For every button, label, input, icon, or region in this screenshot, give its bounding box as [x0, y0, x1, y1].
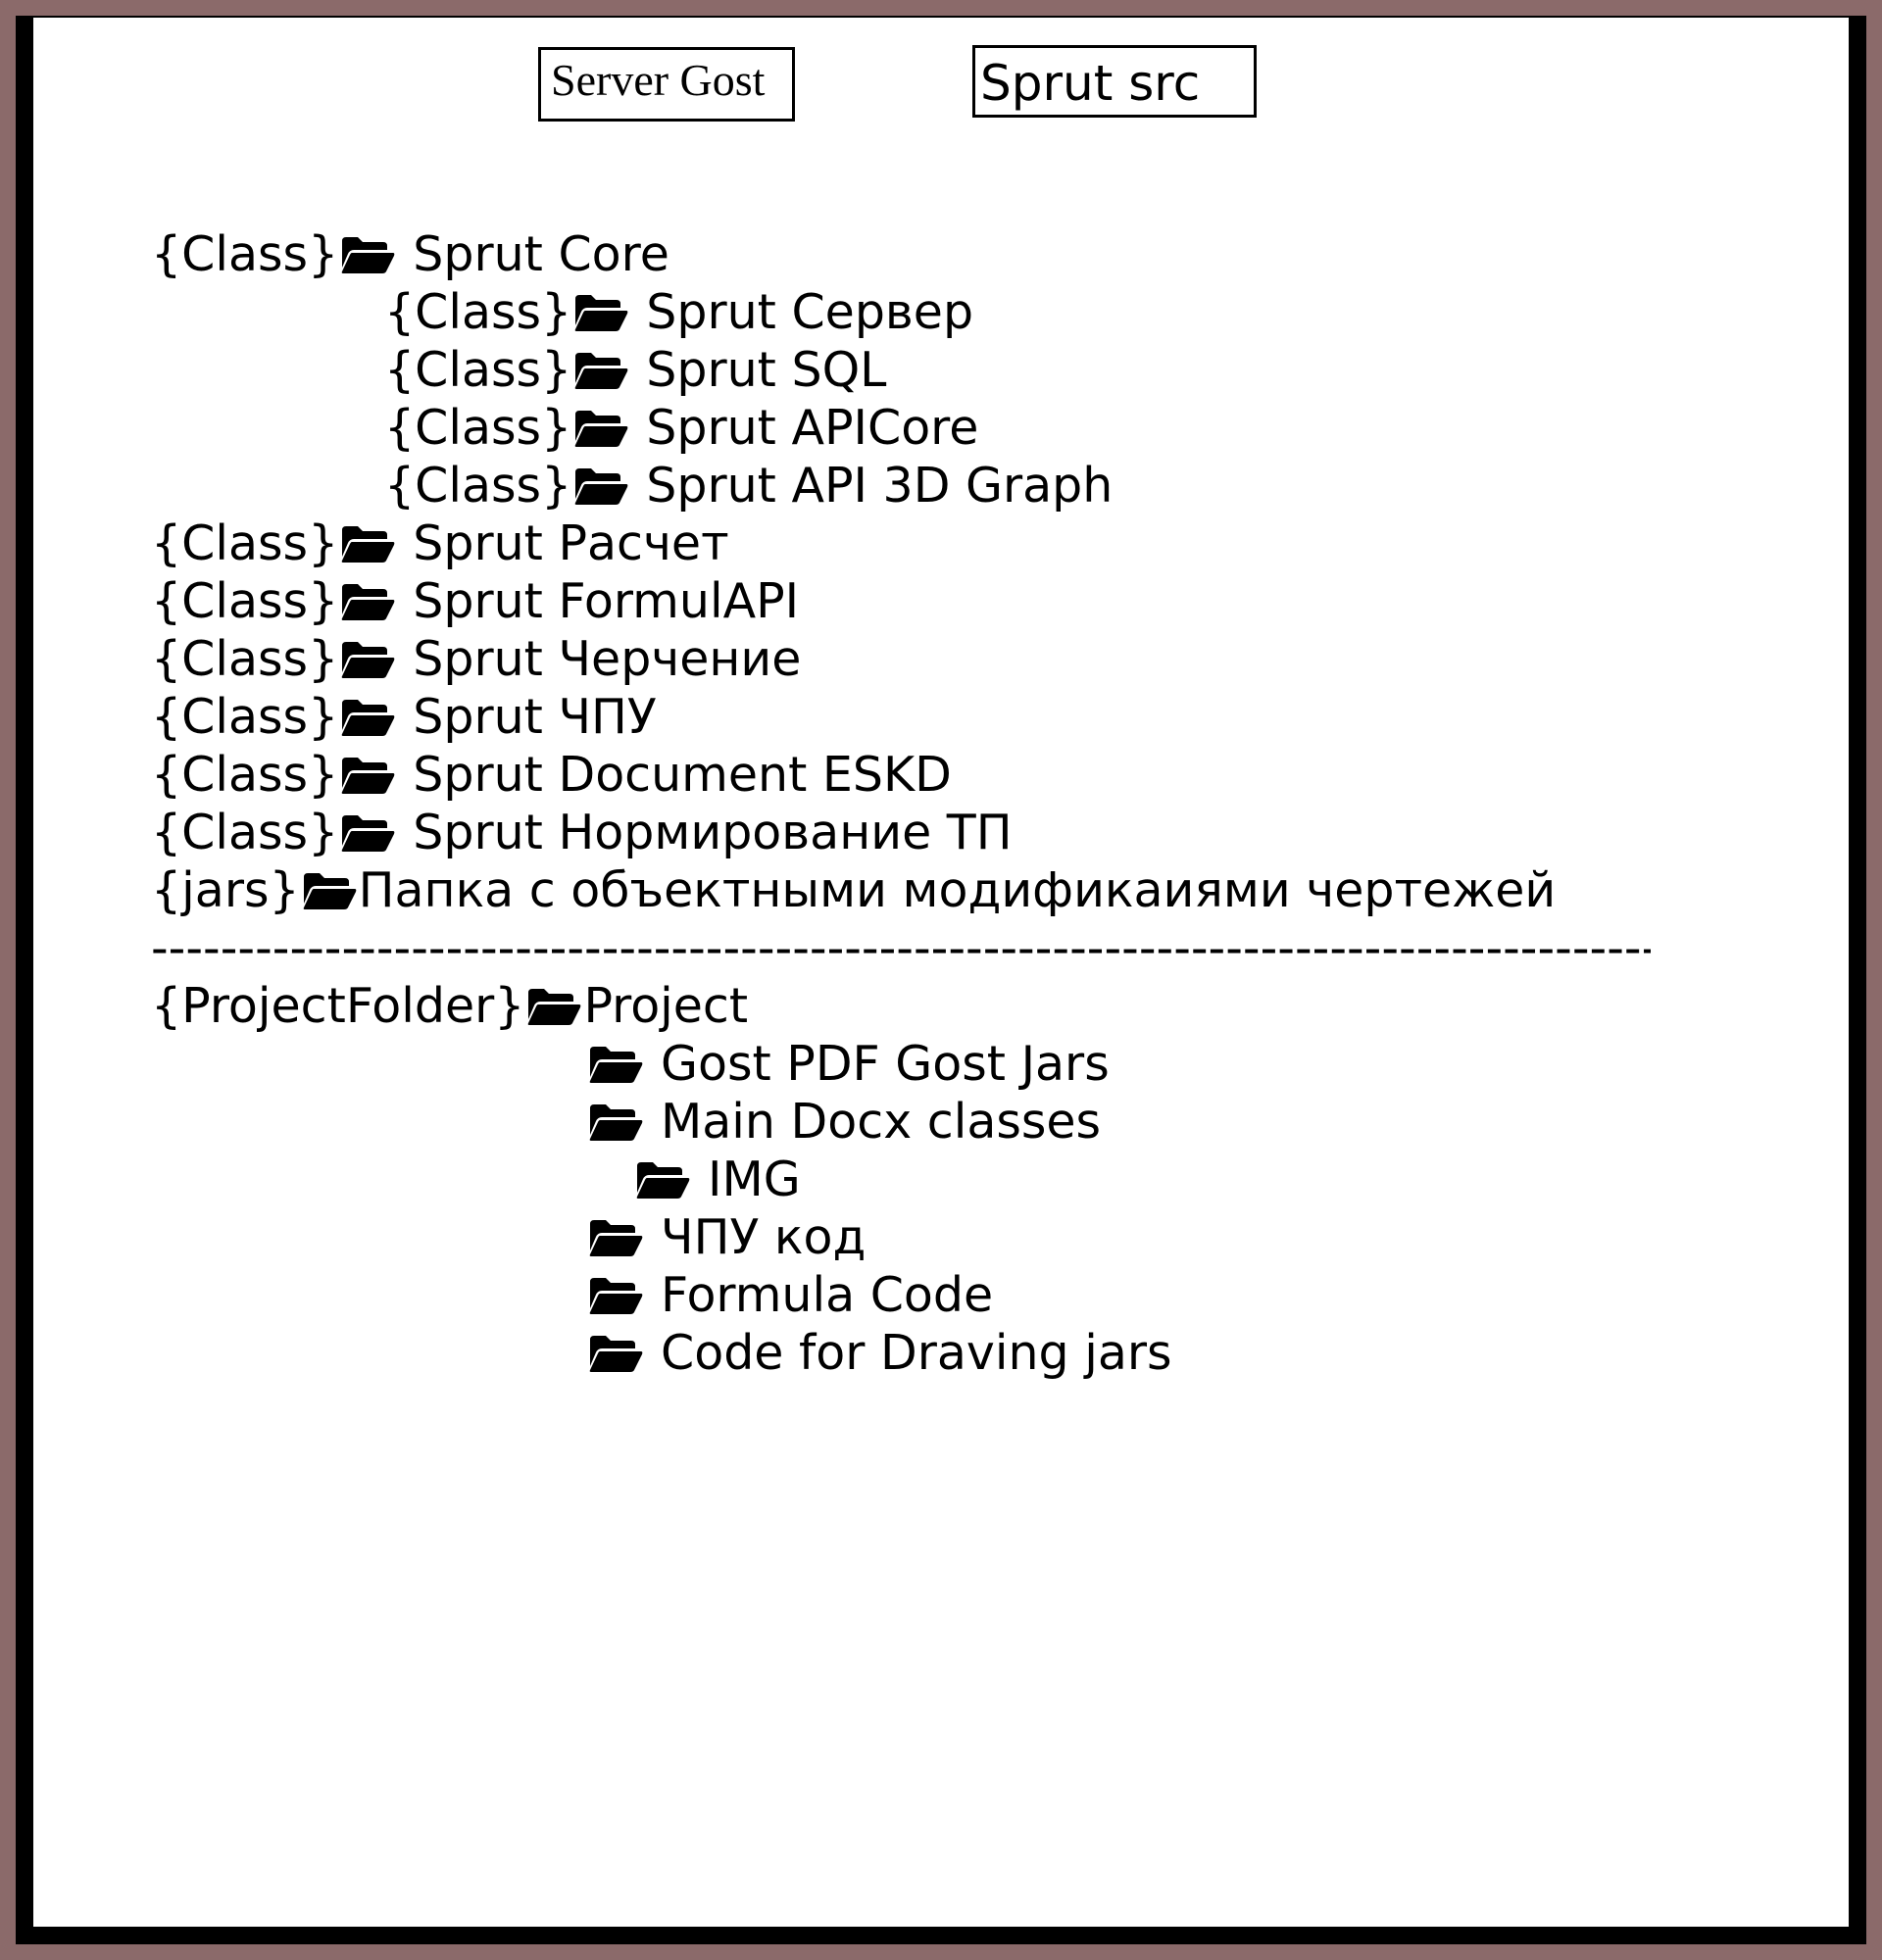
tree-item[interactable]: {Class} Sprut Сервер	[384, 283, 973, 341]
project-subfolder[interactable]: Main Docx classes	[586, 1093, 1101, 1151]
project-root[interactable]: {ProjectFolder} Project	[151, 977, 748, 1035]
tree-item-label: Sprut Document ESKD	[413, 747, 952, 803]
tree-item-tag: {Class}	[151, 747, 339, 803]
tree-item-tag: {jars}	[151, 862, 300, 918]
project-subfolder[interactable]: ЧПУ код	[586, 1208, 866, 1266]
folder-open-icon	[573, 287, 628, 345]
project-root-tag: {ProjectFolder}	[151, 978, 525, 1034]
folder-open-icon	[340, 229, 395, 287]
tree-item-tag: {Class}	[151, 573, 339, 629]
tree-item-label: Sprut APICore	[646, 400, 979, 456]
project-root-label: Project	[583, 978, 749, 1034]
tree-item[interactable]: {Class} Sprut FormulAPI	[151, 572, 799, 630]
tree-item[interactable]: {Class} Sprut Расчет	[151, 514, 729, 572]
tree-item-tag: {Class}	[151, 689, 339, 745]
folder-open-icon	[588, 1328, 643, 1386]
tree-item-tag: {Class}	[384, 458, 572, 514]
folder-open-icon	[526, 981, 581, 1039]
tree-item-label: Sprut Черчение	[413, 631, 802, 687]
tab-sprut-src[interactable]: Sprut src	[972, 45, 1257, 118]
project-subfolder-label: Formula Code	[661, 1267, 994, 1323]
folder-open-icon	[588, 1212, 643, 1270]
tree-item-label: Sprut SQL	[646, 342, 887, 398]
tree-item-label: Sprut ЧПУ	[413, 689, 657, 745]
folder-open-icon	[573, 345, 628, 403]
folder-open-icon	[573, 461, 628, 518]
tree-item-tag: {Class}	[384, 284, 572, 340]
folder-open-icon	[340, 808, 395, 865]
tree-item-tag: {Class}	[384, 342, 572, 398]
project-subfolder-label: Main Docx classes	[661, 1094, 1102, 1150]
folder-open-icon	[340, 576, 395, 634]
project-subfolder[interactable]: IMG	[633, 1151, 801, 1208]
project-subfolder-label: Gost PDF Gost Jars	[661, 1036, 1110, 1092]
project-subfolder-label: IMG	[708, 1152, 801, 1207]
folder-open-icon	[588, 1039, 643, 1097]
folder-open-icon	[588, 1270, 643, 1328]
tree-item[interactable]: {Class} Sprut Черчение	[151, 630, 801, 688]
folder-open-icon	[588, 1097, 643, 1154]
tree-item-label: Sprut Core	[413, 226, 669, 282]
tree-item-label: Sprut Нормирование ТП	[413, 805, 1013, 860]
folder-open-icon	[302, 865, 357, 923]
project-subfolder-label: Code for Draving jars	[661, 1325, 1172, 1381]
tree-item[interactable]: {Class} Sprut APICore	[384, 399, 978, 457]
project-subfolder[interactable]: Formula Code	[586, 1266, 993, 1324]
folder-open-icon	[573, 403, 628, 461]
tree-item-tag: {Class}	[151, 805, 339, 860]
tree-item-tag: {Class}	[384, 400, 572, 456]
folder-open-icon	[635, 1154, 690, 1212]
tree-item-label: Sprut API 3D Graph	[646, 458, 1114, 514]
tree-item[interactable]: {Class} Sprut Нормирование ТП	[151, 804, 1013, 861]
tree-item[interactable]: {Class} Sprut Core	[151, 225, 669, 283]
project-subfolder[interactable]: Code for Draving jars	[586, 1324, 1172, 1382]
tree-item-label: Sprut Сервер	[646, 284, 974, 340]
tree-item-label: Папка с объектными модификаиями чертежей	[358, 862, 1557, 918]
tree-item-label: Sprut FormulAPI	[413, 573, 800, 629]
folder-open-icon	[340, 750, 395, 808]
tree-item[interactable]: {Class} Sprut SQL	[384, 341, 886, 399]
project-subfolder[interactable]: Gost PDF Gost Jars	[586, 1035, 1110, 1093]
tree-item[interactable]: {jars} Папка с объектными модификаиями ч…	[151, 861, 1556, 919]
folder-open-icon	[340, 692, 395, 750]
section-divider: ----------------------------------------…	[151, 920, 1651, 976]
folder-open-icon	[340, 518, 395, 576]
tree-item-label: Sprut Расчет	[413, 515, 729, 571]
tree-item[interactable]: {Class} Sprut ЧПУ	[151, 688, 657, 746]
tab-server-gost[interactable]: Server Gost	[538, 47, 795, 122]
tree-item[interactable]: {Class} Sprut Document ESKD	[151, 746, 952, 804]
tree-item-tag: {Class}	[151, 515, 339, 571]
tree-item-tag: {Class}	[151, 631, 339, 687]
project-subfolder-label: ЧПУ код	[661, 1209, 867, 1265]
diagram-canvas: Server Gost Sprut src {Class} Sprut Core…	[33, 18, 1849, 1927]
folder-open-icon	[340, 634, 395, 692]
tree-item-tag: {Class}	[151, 226, 339, 282]
tree-item[interactable]: {Class} Sprut API 3D Graph	[384, 457, 1113, 514]
